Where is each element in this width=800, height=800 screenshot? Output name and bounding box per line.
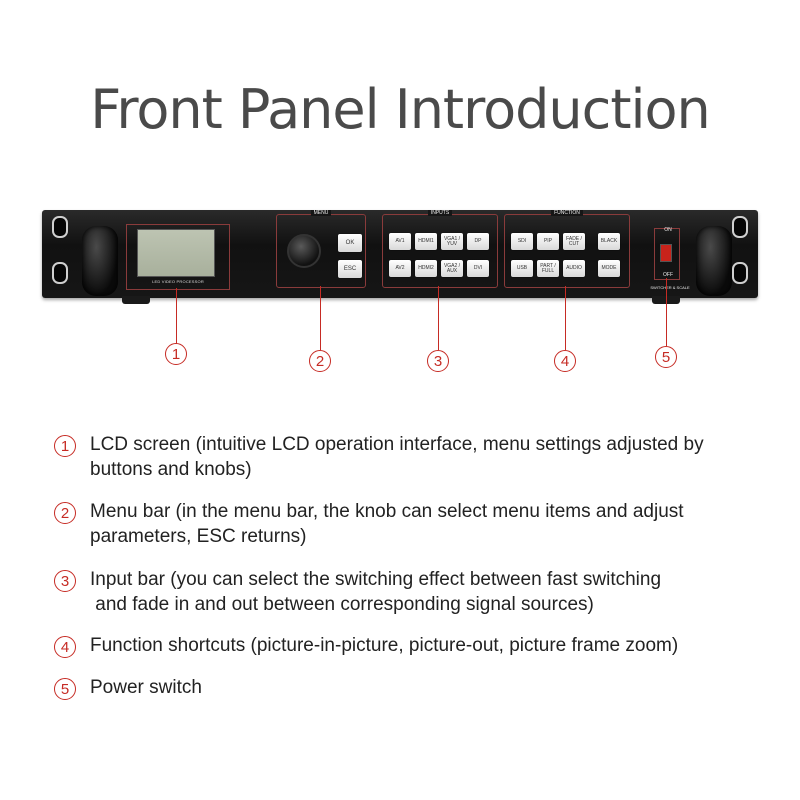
power-group-label: SWITCHER & SCALE [650, 285, 690, 290]
description-line: buttons and knobs) [90, 459, 252, 480]
description-text: Function shortcuts (picture-in-picture, … [90, 633, 770, 658]
callout-3: 3 [427, 350, 449, 372]
description-line: Menu bar (in the menu bar, the knob can … [90, 501, 684, 522]
power-on-label: ON [664, 227, 672, 233]
function-sdi-button[interactable]: SDI [511, 233, 533, 250]
callout-line-5 [666, 278, 667, 346]
input-av1-button[interactable]: AV1 [389, 233, 411, 250]
description-text: LCD screen (intuitive LCD operation inte… [90, 432, 770, 482]
rack-hole-top-left [52, 216, 68, 238]
input-dp-button[interactable]: DP [467, 233, 489, 250]
description-number: 2 [54, 502, 76, 524]
function-fade-cut-button[interactable]: FADE / CUT [563, 233, 585, 250]
page-title: Front Panel Introduction [90, 78, 711, 141]
description-line: Input bar (you can select the switching … [90, 569, 662, 590]
description-text: Power switch [90, 675, 770, 700]
callout-line-1 [176, 288, 177, 344]
input-av2-button[interactable]: AV2 [389, 260, 411, 277]
function-group-label: FUNCTION [551, 210, 583, 216]
lcd-screen [137, 229, 215, 277]
function-mode-button[interactable]: MODE [598, 260, 620, 277]
power-off-label: OFF [663, 272, 673, 278]
menu-group-label: MENU [310, 210, 332, 216]
function-part-full-button[interactable]: PART / FULL [537, 260, 559, 277]
description-line: Power switch [90, 677, 202, 698]
input-vga1-button[interactable]: VGA1 / YUV [441, 233, 463, 250]
menu-knob[interactable] [287, 234, 321, 268]
handle-right [696, 226, 732, 296]
function-black-button[interactable]: BLACK [598, 233, 620, 250]
lcd-frame [126, 224, 230, 290]
rack-hole-top-right [732, 216, 748, 238]
power-switch[interactable] [660, 244, 672, 262]
description-number: 1 [54, 435, 76, 457]
lcd-label: LED VIDEO PROCESSOR [152, 279, 204, 284]
callout-line-4 [565, 286, 566, 350]
rack-hole-bottom-right [732, 262, 748, 284]
callout-2: 2 [309, 350, 331, 372]
description-text: Input bar (you can select the switching … [90, 567, 770, 617]
input-hdmi2-button[interactable]: HDMI2 [415, 260, 437, 277]
callout-4: 4 [554, 350, 576, 372]
inputs-group-label: INPUTS [427, 210, 453, 216]
description-line: parameters, ESC returns) [90, 526, 307, 547]
description-line: Function shortcuts (picture-in-picture, … [90, 635, 679, 656]
esc-button[interactable]: ESC [338, 260, 362, 278]
input-vga2-button[interactable]: VGA2 / AUX [441, 260, 463, 277]
input-hdmi1-button[interactable]: HDMI1 [415, 233, 437, 250]
callout-5: 5 [655, 346, 677, 368]
function-group: FUNCTION [504, 210, 630, 288]
description-line: LCD screen (intuitive LCD operation inte… [90, 434, 704, 455]
function-audio-button[interactable]: AUDIO [563, 260, 585, 277]
function-usb-button[interactable]: USB [511, 260, 533, 277]
inputs-group: INPUTS [382, 210, 498, 288]
description-line: and fade in and out between correspondin… [90, 594, 594, 615]
function-pip-button[interactable]: PIP [537, 233, 559, 250]
callout-1: 1 [165, 343, 187, 365]
description-number: 4 [54, 636, 76, 658]
description-number: 5 [54, 678, 76, 700]
input-dvi-button[interactable]: DVI [467, 260, 489, 277]
callout-line-3 [438, 286, 439, 350]
description-number: 3 [54, 570, 76, 592]
ok-button[interactable]: OK [338, 234, 362, 252]
device-foot-left [122, 296, 150, 304]
rack-hole-bottom-left [52, 262, 68, 284]
handle-left [82, 226, 118, 296]
menu-group: MENU [276, 210, 366, 288]
power-frame [654, 228, 680, 280]
description-text: Menu bar (in the menu bar, the knob can … [90, 499, 770, 549]
callout-line-2 [320, 286, 321, 350]
